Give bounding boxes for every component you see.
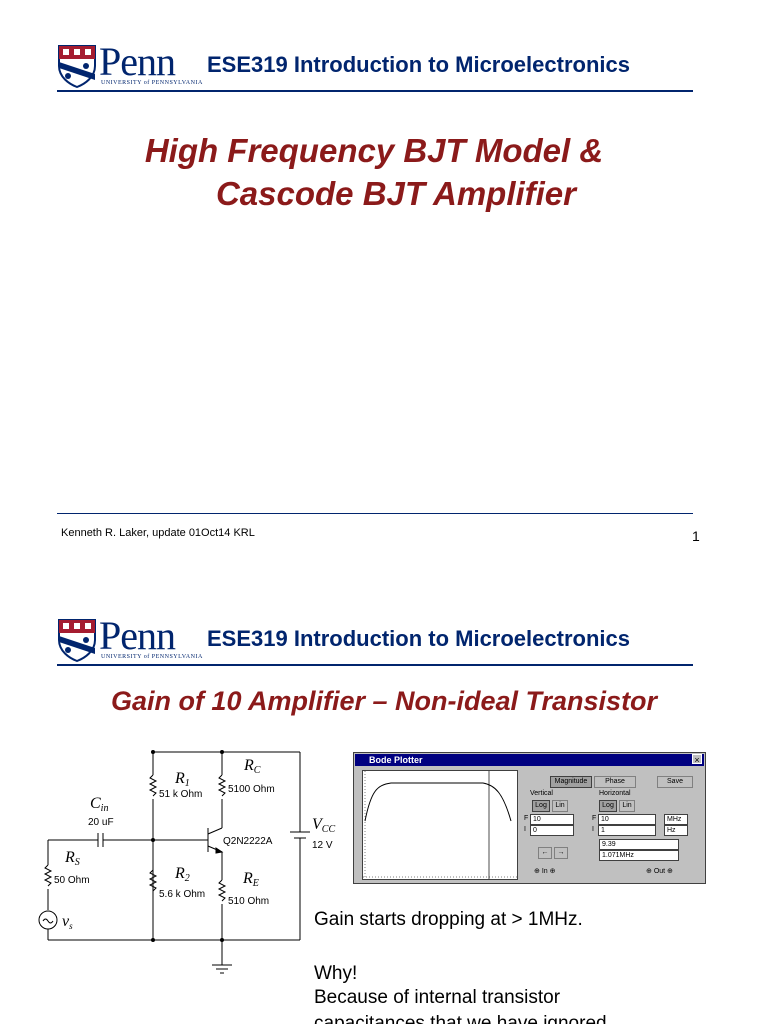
- footer-divider: [57, 513, 693, 514]
- course-title: ESE319 Introduction to Microelectronics: [207, 626, 630, 651]
- re-value: 510 Ohm: [228, 896, 269, 907]
- penn-shield-icon: [58, 45, 96, 88]
- vertical-label: Vertical: [530, 790, 553, 797]
- phase-button[interactable]: Phase: [594, 776, 636, 788]
- rc-symbol: RC: [243, 757, 261, 776]
- save-button[interactable]: Save: [657, 776, 693, 788]
- bode-plot-area: [362, 770, 518, 880]
- penn-wordmark: Penn: [99, 39, 176, 84]
- close-button[interactable]: ×: [692, 754, 702, 765]
- in-terminal[interactable]: ⊕ In ⊕: [534, 868, 556, 875]
- course-title: ESE319 Introduction to Microelectronics: [207, 52, 630, 77]
- body-text-line2: Why!: [314, 963, 358, 984]
- out-terminal[interactable]: ⊕ Out ⊕: [646, 868, 673, 875]
- slide-2: Penn UNIVERSITY of PENNSYLVANIA ESE319 I…: [0, 600, 768, 1024]
- slide-title-line1: High Frequency BJT Model &: [144, 132, 604, 169]
- horizontal-final-unit[interactable]: MHz: [664, 814, 688, 825]
- cin-value: 20 uF: [88, 817, 114, 828]
- rs-symbol: RS: [64, 849, 80, 868]
- vertical-i-label: I: [524, 826, 526, 833]
- rs-value: 50 Ohm: [54, 875, 90, 886]
- vertical-initial-field[interactable]: 0: [530, 825, 574, 836]
- penn-logo: Penn UNIVERSITY of PENNSYLVANIA: [57, 613, 202, 666]
- body-text-line4: capacitances that we have ignored.: [314, 1013, 612, 1024]
- penn-shield-icon: [58, 619, 96, 662]
- page-number: 1: [692, 528, 700, 544]
- vertical-log-button[interactable]: Log: [532, 800, 550, 812]
- footer-text: Kenneth R. Laker, update 01Oct14 KRL: [61, 527, 255, 539]
- cin-symbol: Cin: [90, 795, 108, 814]
- amplifier-schematic: Cin 20 uF R1 51 k Ohm R2 5.6 k Ohm RC 51…: [38, 750, 335, 974]
- horizontal-initial-field[interactable]: 1: [598, 825, 656, 836]
- slide-1: Penn UNIVERSITY of PENNSYLVANIA ESE319 I…: [57, 39, 700, 544]
- penn-logo: Penn UNIVERSITY of PENNSYLVANIA: [57, 39, 202, 92]
- magnitude-button[interactable]: Magnitude: [550, 776, 592, 788]
- penn-wordmark: Penn: [99, 613, 176, 658]
- body-text-line3: Because of internal transistor: [314, 987, 561, 1008]
- r2-value: 5.6 k Ohm: [159, 889, 205, 900]
- arrow-left-button[interactable]: ←: [538, 847, 552, 859]
- horizontal-f-label: F: [592, 815, 597, 822]
- slide-title: Gain of 10 Amplifier – Non-ideal Transis…: [110, 686, 658, 716]
- r1-value: 51 k Ohm: [159, 789, 202, 800]
- readout-frequency: 1.071MHz: [599, 850, 679, 861]
- bode-plotter-window: Bode Plotter × Magnitude Phase Save Vert…: [353, 752, 706, 884]
- vertical-f-label: F: [524, 815, 529, 822]
- horizontal-i-label: I: [592, 826, 594, 833]
- re-symbol: RE: [242, 870, 259, 889]
- vcc-symbol: VCC: [312, 816, 335, 835]
- penn-subtitle: UNIVERSITY of PENNSYLVANIA: [101, 654, 203, 660]
- readout-value: 9.39: [599, 839, 679, 850]
- r2-symbol: R2: [174, 865, 190, 884]
- horizontal-lin-button[interactable]: Lin: [619, 800, 635, 812]
- vcc-value: 12 V: [312, 840, 333, 851]
- vertical-final-field[interactable]: 10: [530, 814, 574, 825]
- vertical-lin-button[interactable]: Lin: [552, 800, 568, 812]
- horizontal-label: Horizontal: [599, 790, 631, 797]
- body-text-line1: Gain starts dropping at > 1MHz.: [314, 909, 583, 930]
- vs-symbol: vs: [62, 913, 73, 931]
- rc-value: 5100 Ohm: [228, 784, 275, 795]
- header-divider: [57, 90, 693, 92]
- arrow-right-button[interactable]: →: [554, 847, 568, 859]
- r1-symbol: R1: [174, 770, 190, 789]
- slide-title-line2: Cascode BJT Amplifier: [215, 175, 577, 212]
- transistor-label: Q2N2222A: [223, 836, 273, 847]
- horizontal-final-field[interactable]: 10: [598, 814, 656, 825]
- header-divider: [57, 664, 693, 666]
- horizontal-initial-unit[interactable]: Hz: [664, 825, 688, 836]
- bode-curve: [363, 771, 517, 879]
- bode-title-bar: Bode Plotter: [355, 754, 704, 766]
- horizontal-log-button[interactable]: Log: [599, 800, 617, 812]
- penn-subtitle: UNIVERSITY of PENNSYLVANIA: [101, 80, 203, 86]
